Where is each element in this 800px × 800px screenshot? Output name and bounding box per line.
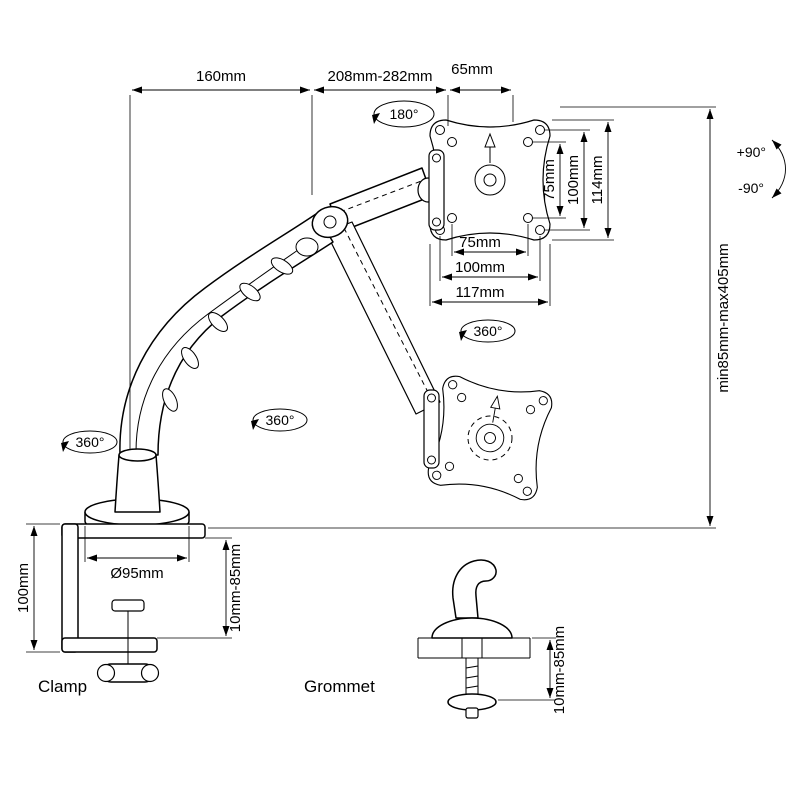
clamp-height-label: 100mm (15, 563, 32, 613)
dim-160-label: 160mm (196, 68, 246, 85)
clamp-hardware (61, 523, 206, 683)
grommet-bolt (447, 658, 497, 719)
tilt-range-indicator: +90° -90° (737, 139, 786, 199)
tilt-arc-arrow (771, 139, 786, 199)
rotation-180-indicator: 180° (372, 100, 435, 128)
vesa-center-dashed-circle (467, 415, 513, 461)
top-dimension-chain: 160mm 208mm-282mm 65mm (129, 61, 514, 450)
grommet-mount (417, 559, 531, 719)
vesa-vertical-dimensions: 75mm 100mm 114mm (532, 119, 614, 241)
clamp-pad (111, 599, 145, 612)
height-range-dimension: min85mm-max405mm (208, 106, 732, 529)
gas-spring-dashed-line (339, 179, 425, 213)
vesa-horizontal-dimensions: 75mm 100mm 117mm (429, 224, 551, 306)
clamp-top-plate (61, 523, 206, 539)
clamp-range-label: 10mm-85mm (227, 544, 244, 632)
tilt-plus-90-label: +90° (737, 144, 766, 160)
dim-65-label: 65mm (451, 61, 493, 78)
vesa-100-vertical-label: 100mm (565, 155, 582, 205)
arm-ridge-line (135, 249, 299, 453)
vesa-75-vertical-label: 75mm (541, 159, 558, 201)
grommet-caption: Grommet (304, 677, 375, 696)
desk-slab (417, 637, 531, 659)
forearm-lowered (325, 221, 441, 415)
elbow-joint (295, 205, 349, 257)
desk-clamp (84, 454, 190, 535)
tilt-bracket-top (417, 149, 445, 231)
height-range-label: min85mm-max405mm (715, 243, 732, 392)
rotation-360-head-indicator: 360° (459, 319, 516, 343)
clamp-bottom-arm (61, 637, 158, 653)
rotation-360-arm-indicator: 360° (251, 408, 308, 432)
vesa-plate-top (429, 119, 551, 241)
grommet-dome (431, 617, 513, 639)
clamp-caption: Clamp (38, 677, 87, 696)
monitor-arm (119, 213, 334, 456)
grommet-range-label: 10mm-85mm (551, 626, 568, 714)
grommet-range-dimension: 10mm-85mm (498, 626, 568, 714)
base-diameter-dimension: Ø95mm (84, 526, 190, 582)
rotation-180-label: 180° (390, 106, 419, 122)
tilt-minus-90-label: -90° (738, 180, 764, 196)
clamp-back-plate (61, 523, 79, 653)
clamp-range-dimension: 10mm-85mm (157, 537, 244, 639)
rotation-360-base-indicator: 360° (61, 430, 118, 454)
vesa-117-label: 117mm (456, 284, 505, 301)
pole-top-cap (118, 448, 157, 462)
rotation-360-base-label: 360° (76, 434, 105, 450)
rotation-360-arm-label: 360° (266, 412, 295, 428)
dim-208-282-label: 208mm-282mm (327, 68, 432, 85)
grommet-neck (451, 559, 497, 619)
base-pole (114, 454, 161, 513)
gas-spring-dashed-line (343, 227, 435, 405)
vesa-100-horizontal-label: 100mm (455, 259, 505, 276)
tilt-bracket-lowered (423, 389, 440, 469)
rotation-360-head-label: 360° (474, 323, 503, 339)
vesa-75-horizontal-label: 75mm (459, 234, 501, 251)
base-diameter-label: Ø95mm (110, 565, 163, 582)
vesa-plate-lowered (425, 373, 555, 503)
vesa-114-label: 114mm (589, 156, 606, 205)
clamp-height-dimension: 100mm (15, 523, 60, 653)
